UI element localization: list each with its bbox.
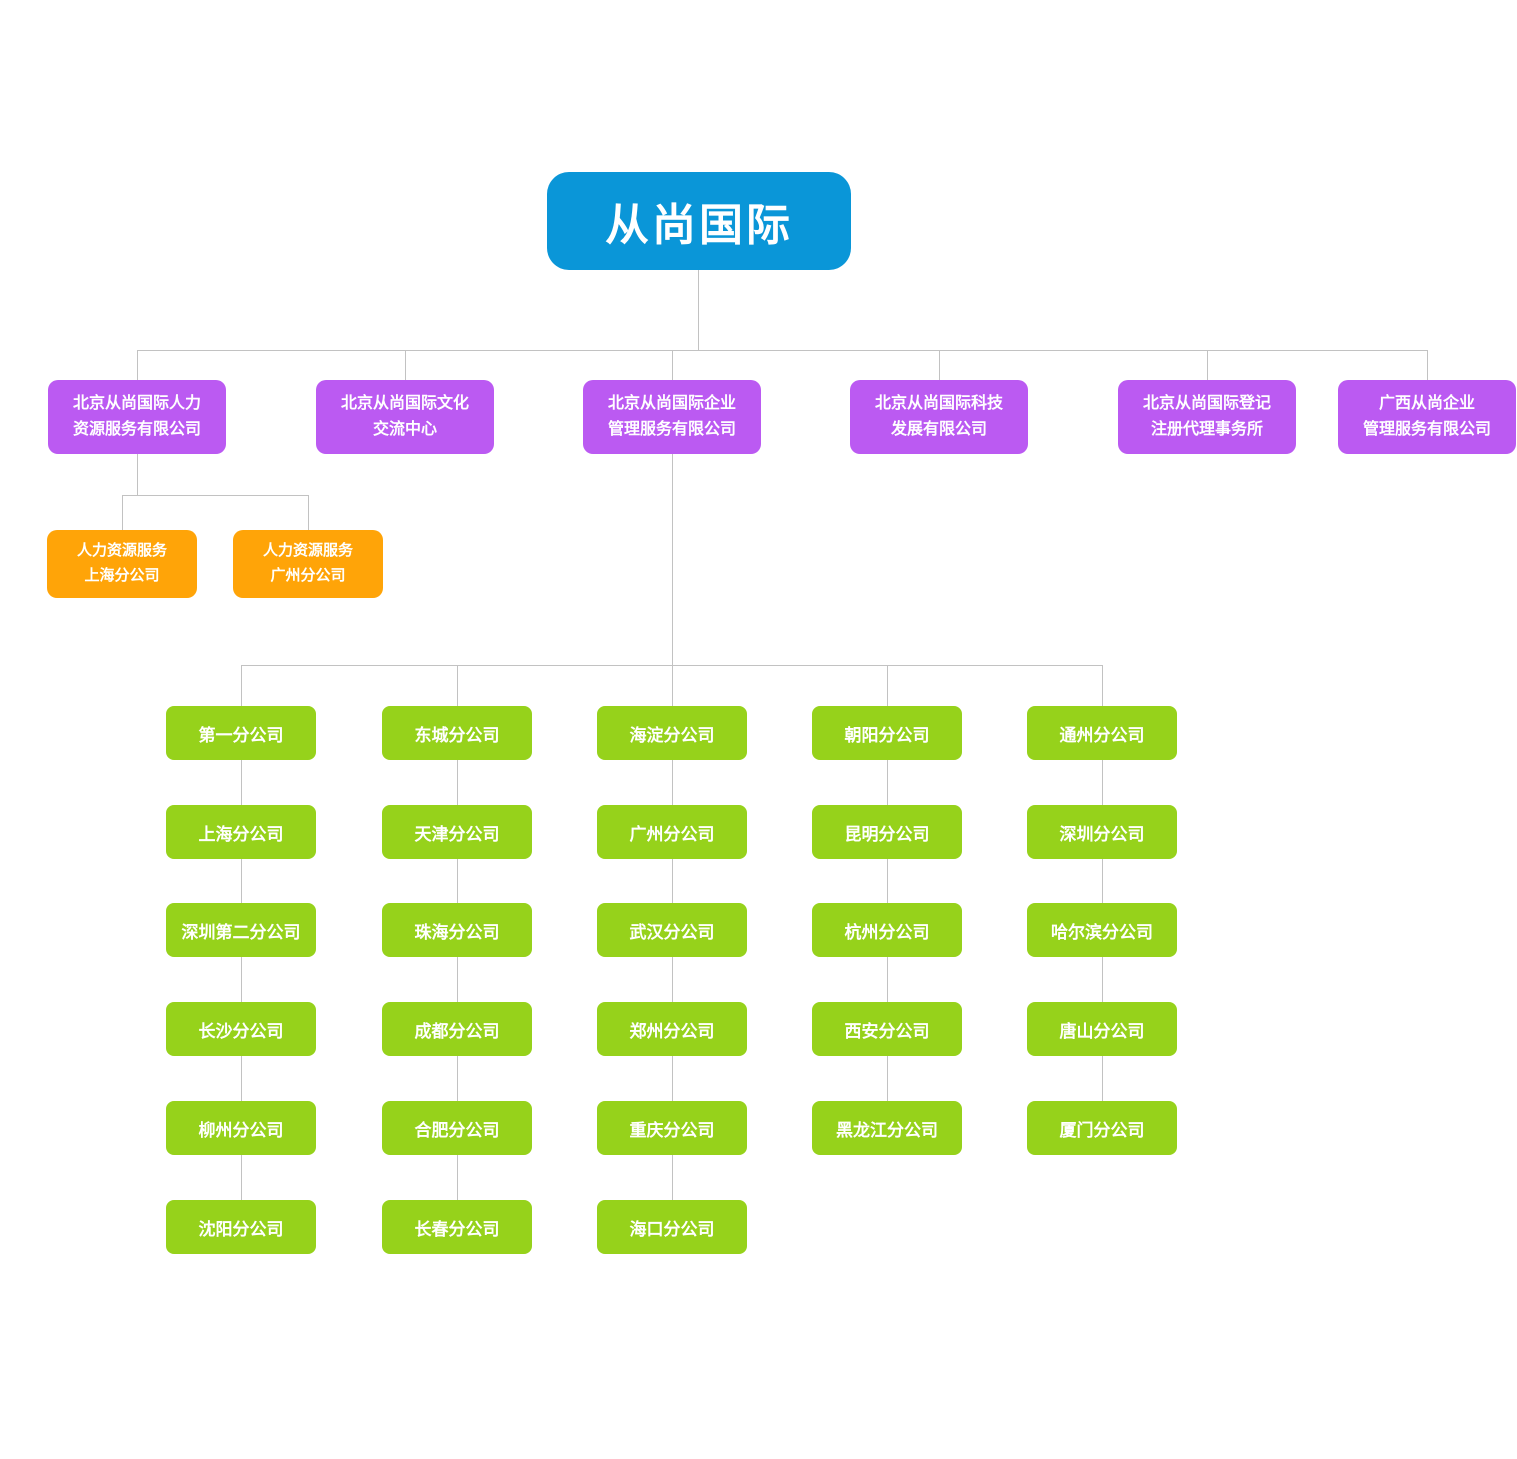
- root-node-label: 从尚国际: [605, 201, 793, 250]
- branch-node-label: 海淀分公司: [629, 725, 715, 745]
- branch-node-label: 东城分公司: [414, 725, 500, 745]
- branch-node: 东城分公司: [382, 706, 532, 760]
- branch-node: 朝阳分公司: [812, 706, 962, 760]
- branch-node: 厦门分公司: [1027, 1101, 1177, 1155]
- branch-node: 长沙分公司: [166, 1002, 316, 1056]
- branch-node-label: 黑龙江分公司: [836, 1120, 938, 1140]
- subsidiary-node-label: 北京从尚国际科技 发展有限公司: [874, 395, 1003, 438]
- branch-node: 黑龙江分公司: [812, 1101, 962, 1155]
- branch-node: 武汉分公司: [597, 903, 747, 957]
- branch-node-label: 成都分公司: [414, 1021, 500, 1041]
- branch-node: 上海分公司: [166, 805, 316, 859]
- connector-line: [887, 665, 888, 1128]
- branch-node-label: 朝阳分公司: [844, 725, 930, 745]
- branch-node-label: 哈尔滨分公司: [1051, 922, 1153, 942]
- branch-node-label: 通州分公司: [1059, 725, 1145, 745]
- branch-node-label: 长沙分公司: [198, 1021, 284, 1041]
- branch-node-label: 武汉分公司: [629, 922, 715, 942]
- connector-line: [698, 270, 699, 350]
- branch-node-label: 长春分公司: [414, 1219, 500, 1239]
- hr-branch-node: 人力资源服务 上海分公司: [47, 530, 197, 598]
- subsidiary-node: 北京从尚国际登记 注册代理事务所: [1118, 380, 1296, 454]
- subsidiary-node: 广西从尚企业 管理服务有限公司: [1338, 380, 1516, 454]
- connector-line: [405, 350, 406, 380]
- connector-line: [137, 454, 138, 495]
- branch-node: 哈尔滨分公司: [1027, 903, 1177, 957]
- branch-node-label: 沈阳分公司: [198, 1219, 284, 1239]
- branch-node-label: 厦门分公司: [1059, 1120, 1145, 1140]
- hr-branch-node: 人力资源服务 广州分公司: [233, 530, 383, 598]
- subsidiary-node-label: 北京从尚国际人力 资源服务有限公司: [72, 395, 201, 438]
- branch-node: 长春分公司: [382, 1200, 532, 1254]
- subsidiary-node-label: 北京从尚国际登记 注册代理事务所: [1142, 395, 1271, 438]
- connector-line: [1427, 350, 1428, 380]
- subsidiary-node-label: 北京从尚国际企业 管理服务有限公司: [607, 395, 736, 438]
- branch-node: 海口分公司: [597, 1200, 747, 1254]
- branch-node-label: 珠海分公司: [414, 922, 500, 942]
- branch-node-label: 郑州分公司: [629, 1021, 715, 1041]
- branch-node: 合肥分公司: [382, 1101, 532, 1155]
- branch-node: 沈阳分公司: [166, 1200, 316, 1254]
- connector-line: [137, 350, 138, 380]
- subsidiary-node: 北京从尚国际企业 管理服务有限公司: [583, 380, 761, 454]
- branch-node: 海淀分公司: [597, 706, 747, 760]
- branch-node-label: 重庆分公司: [629, 1120, 715, 1140]
- branch-node: 深圳分公司: [1027, 805, 1177, 859]
- branch-node-label: 深圳第二分公司: [181, 922, 301, 942]
- branch-node: 西安分公司: [812, 1002, 962, 1056]
- branch-node-label: 海口分公司: [629, 1219, 715, 1239]
- branch-node-label: 合肥分公司: [414, 1120, 500, 1140]
- connector-line: [122, 495, 309, 496]
- connector-line: [1207, 350, 1208, 380]
- root-node: 从尚国际: [547, 172, 851, 270]
- branch-node: 广州分公司: [597, 805, 747, 859]
- branch-node: 第一分公司: [166, 706, 316, 760]
- subsidiary-node: 北京从尚国际人力 资源服务有限公司: [48, 380, 226, 454]
- branch-node-label: 上海分公司: [198, 824, 284, 844]
- hr-branch-node-label: 人力资源服务 上海分公司: [76, 542, 167, 584]
- branch-node-label: 天津分公司: [414, 824, 500, 844]
- branch-node-label: 第一分公司: [198, 725, 284, 745]
- branch-node-label: 西安分公司: [844, 1021, 930, 1041]
- connector-line: [1102, 665, 1103, 1128]
- branch-node-label: 广州分公司: [629, 824, 715, 844]
- branch-node: 通州分公司: [1027, 706, 1177, 760]
- branch-node: 重庆分公司: [597, 1101, 747, 1155]
- connector-line: [137, 350, 1428, 351]
- subsidiary-node-label: 广西从尚企业 管理服务有限公司: [1362, 395, 1491, 438]
- subsidiary-node: 北京从尚国际科技 发展有限公司: [850, 380, 1028, 454]
- branch-node: 深圳第二分公司: [166, 903, 316, 957]
- branch-node: 成都分公司: [382, 1002, 532, 1056]
- branch-node: 杭州分公司: [812, 903, 962, 957]
- connector-line: [308, 495, 309, 530]
- branch-node: 柳州分公司: [166, 1101, 316, 1155]
- branch-node: 唐山分公司: [1027, 1002, 1177, 1056]
- branch-node-label: 唐山分公司: [1059, 1021, 1145, 1041]
- branch-node: 郑州分公司: [597, 1002, 747, 1056]
- branch-node-label: 昆明分公司: [844, 824, 930, 844]
- branch-node: 昆明分公司: [812, 805, 962, 859]
- branch-node: 珠海分公司: [382, 903, 532, 957]
- subsidiary-node: 北京从尚国际文化 交流中心: [316, 380, 494, 454]
- branch-node-label: 深圳分公司: [1059, 824, 1145, 844]
- connector-line: [122, 495, 123, 530]
- branch-node: 天津分公司: [382, 805, 532, 859]
- hr-branch-node-label: 人力资源服务 广州分公司: [262, 542, 353, 584]
- connector-line: [939, 350, 940, 380]
- branch-node-label: 杭州分公司: [844, 922, 930, 942]
- subsidiary-node-label: 北京从尚国际文化 交流中心: [340, 395, 469, 438]
- branch-node-label: 柳州分公司: [198, 1120, 284, 1140]
- connector-line: [672, 350, 673, 380]
